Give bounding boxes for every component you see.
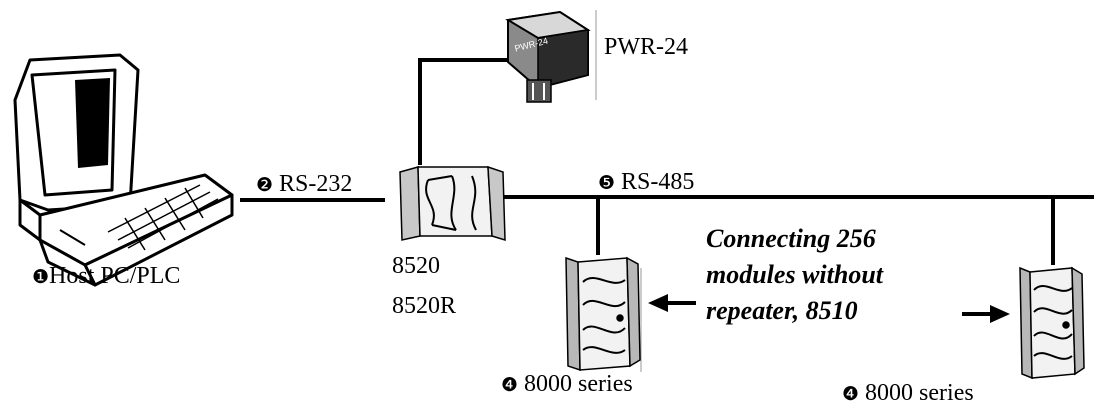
converter-model-2: 8520R (392, 293, 457, 319)
rs232-marker: ❷ (256, 174, 274, 196)
module-1-text: 8000 series (524, 371, 633, 397)
module-2-text: 8000 series (865, 380, 974, 406)
power-supply-icon: PWR-24 (505, 10, 591, 103)
connection-lines (240, 58, 1094, 265)
module-1-marker: ❹ (501, 374, 519, 396)
arrow-left-icon (648, 294, 696, 312)
host-label: ❶Host PC/PLC (32, 262, 180, 291)
host-text: Host PC/PLC (49, 263, 181, 289)
io-module-icon (1019, 266, 1085, 380)
power-label: PWR-24 (604, 34, 688, 60)
converter-icon (399, 165, 506, 242)
module-2-marker: ❹ (842, 383, 860, 405)
note-line-1: Connecting 256 (706, 224, 876, 253)
converter-model-1: 8520 (392, 253, 440, 279)
note-line-2: modules without (706, 260, 883, 289)
rs232-text: RS-232 (279, 171, 353, 197)
rs485-marker: ❺ (598, 172, 616, 194)
computer-icon (13, 53, 234, 287)
io-module-icon (565, 256, 641, 372)
note-line-3: repeater, 8510 (706, 296, 858, 325)
arrow-right-icon (962, 305, 1010, 323)
host-marker: ❶ (32, 266, 50, 288)
rs485-text: RS-485 (621, 169, 695, 195)
